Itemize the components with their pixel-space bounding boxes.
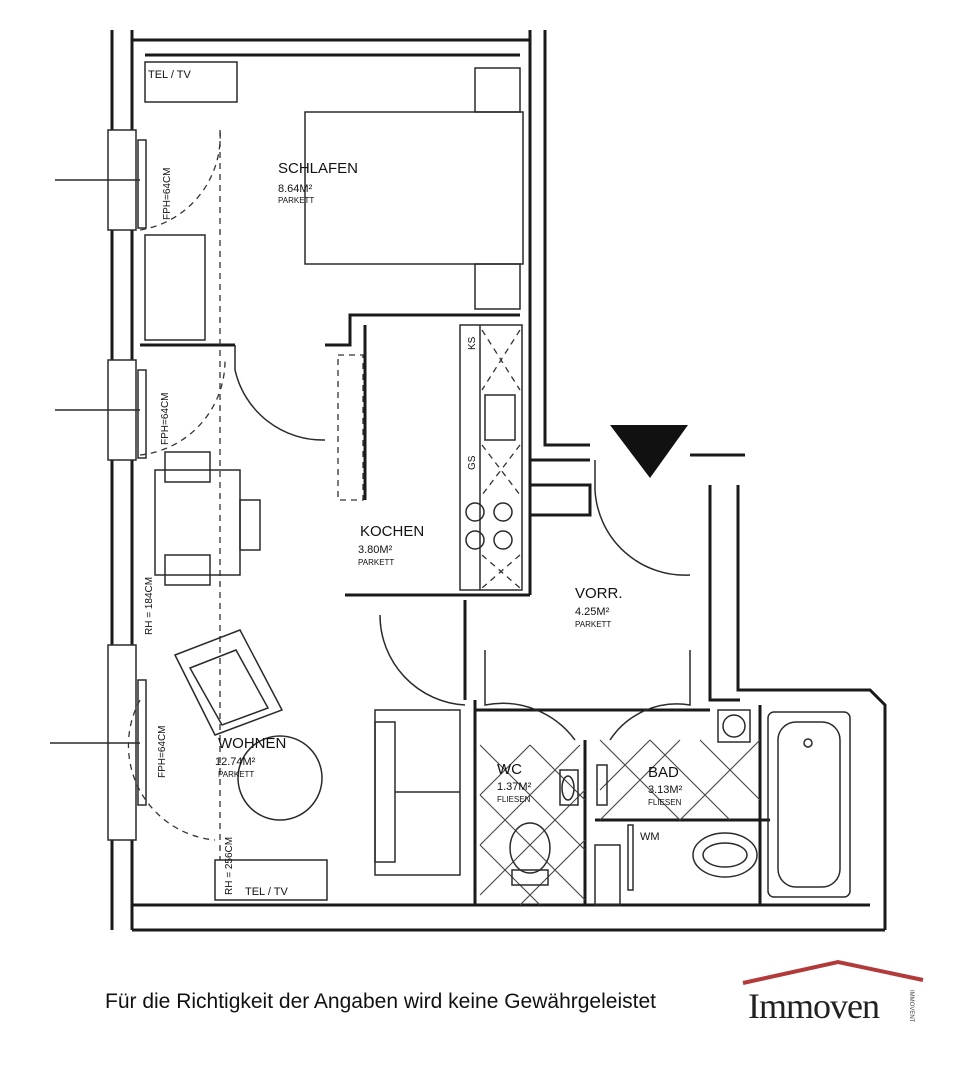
logo-roof-icon bbox=[742, 959, 924, 985]
gs-label: GS bbox=[467, 455, 478, 470]
tel-tv-bottom-box bbox=[214, 859, 328, 901]
tel-tv-top-label: TEL / TV bbox=[148, 69, 191, 81]
logo-text: Immoven bbox=[748, 986, 880, 1026]
room-area-kochen: 3.80M² bbox=[358, 544, 393, 556]
room-area-schlafen: 8.64M² bbox=[278, 183, 313, 195]
rh-label-1: RH = 184CM bbox=[144, 577, 155, 635]
room-floor-wc: FLIESEN bbox=[497, 795, 531, 804]
armchair bbox=[173, 629, 284, 736]
room-floor-schlafen: PARKETT bbox=[278, 196, 314, 205]
room-name-bad: BAD bbox=[648, 764, 679, 781]
room-name-vorr: VORR. bbox=[575, 585, 623, 602]
company-logo bbox=[742, 959, 924, 985]
room-area-bad: 3.13M² bbox=[648, 784, 683, 796]
room-floor-kochen: PARKETT bbox=[358, 558, 394, 567]
fph-label-2: FPH=64CM bbox=[160, 392, 171, 445]
room-area-wc: 1.37M² bbox=[497, 781, 532, 793]
disclaimer-text: Für die Richtigkeit der Angaben wird kei… bbox=[105, 990, 656, 1013]
interior-walls bbox=[140, 313, 770, 905]
dining-set bbox=[154, 451, 261, 586]
bathtub bbox=[767, 711, 851, 898]
entrance-arrow bbox=[610, 425, 688, 478]
wm-label: WM bbox=[640, 831, 660, 843]
wc-tiles bbox=[479, 744, 586, 906]
round-table bbox=[237, 735, 323, 821]
room-name-kochen: KOCHEN bbox=[360, 523, 424, 540]
room-area-vorr: 4.25M² bbox=[575, 606, 610, 618]
bed bbox=[304, 67, 524, 310]
room-name-wc: WC bbox=[497, 761, 522, 778]
sofa bbox=[374, 709, 461, 876]
fph-label-3: FPH=64CM bbox=[157, 725, 168, 778]
room-floor-vorr: PARKETT bbox=[575, 620, 611, 629]
room-name-schlafen: SCHLAFEN bbox=[278, 160, 358, 177]
ks-label: KS bbox=[467, 336, 478, 350]
logo-side-text: IMMOVENT bbox=[908, 990, 914, 1023]
fph-label-1: FPH=64CM bbox=[162, 167, 173, 220]
kitchen-unit bbox=[337, 324, 523, 591]
outer-walls bbox=[110, 30, 887, 932]
room-floor-bad: FLIESEN bbox=[648, 798, 682, 807]
room-floor-wohnen: PARKETT bbox=[218, 770, 254, 779]
windows bbox=[50, 129, 147, 841]
tel-tv-bottom-label: TEL / TV bbox=[245, 886, 288, 898]
tel-tv-top-box bbox=[144, 61, 238, 103]
rh-label-2: RH = 256CM bbox=[224, 837, 235, 895]
room-area-wohnen: 12.74M² bbox=[215, 756, 256, 768]
room-name-wohnen: WOHNEN bbox=[218, 735, 286, 752]
bath-tiles bbox=[594, 709, 761, 906]
wardrobe bbox=[144, 234, 206, 341]
doors bbox=[127, 129, 691, 860]
